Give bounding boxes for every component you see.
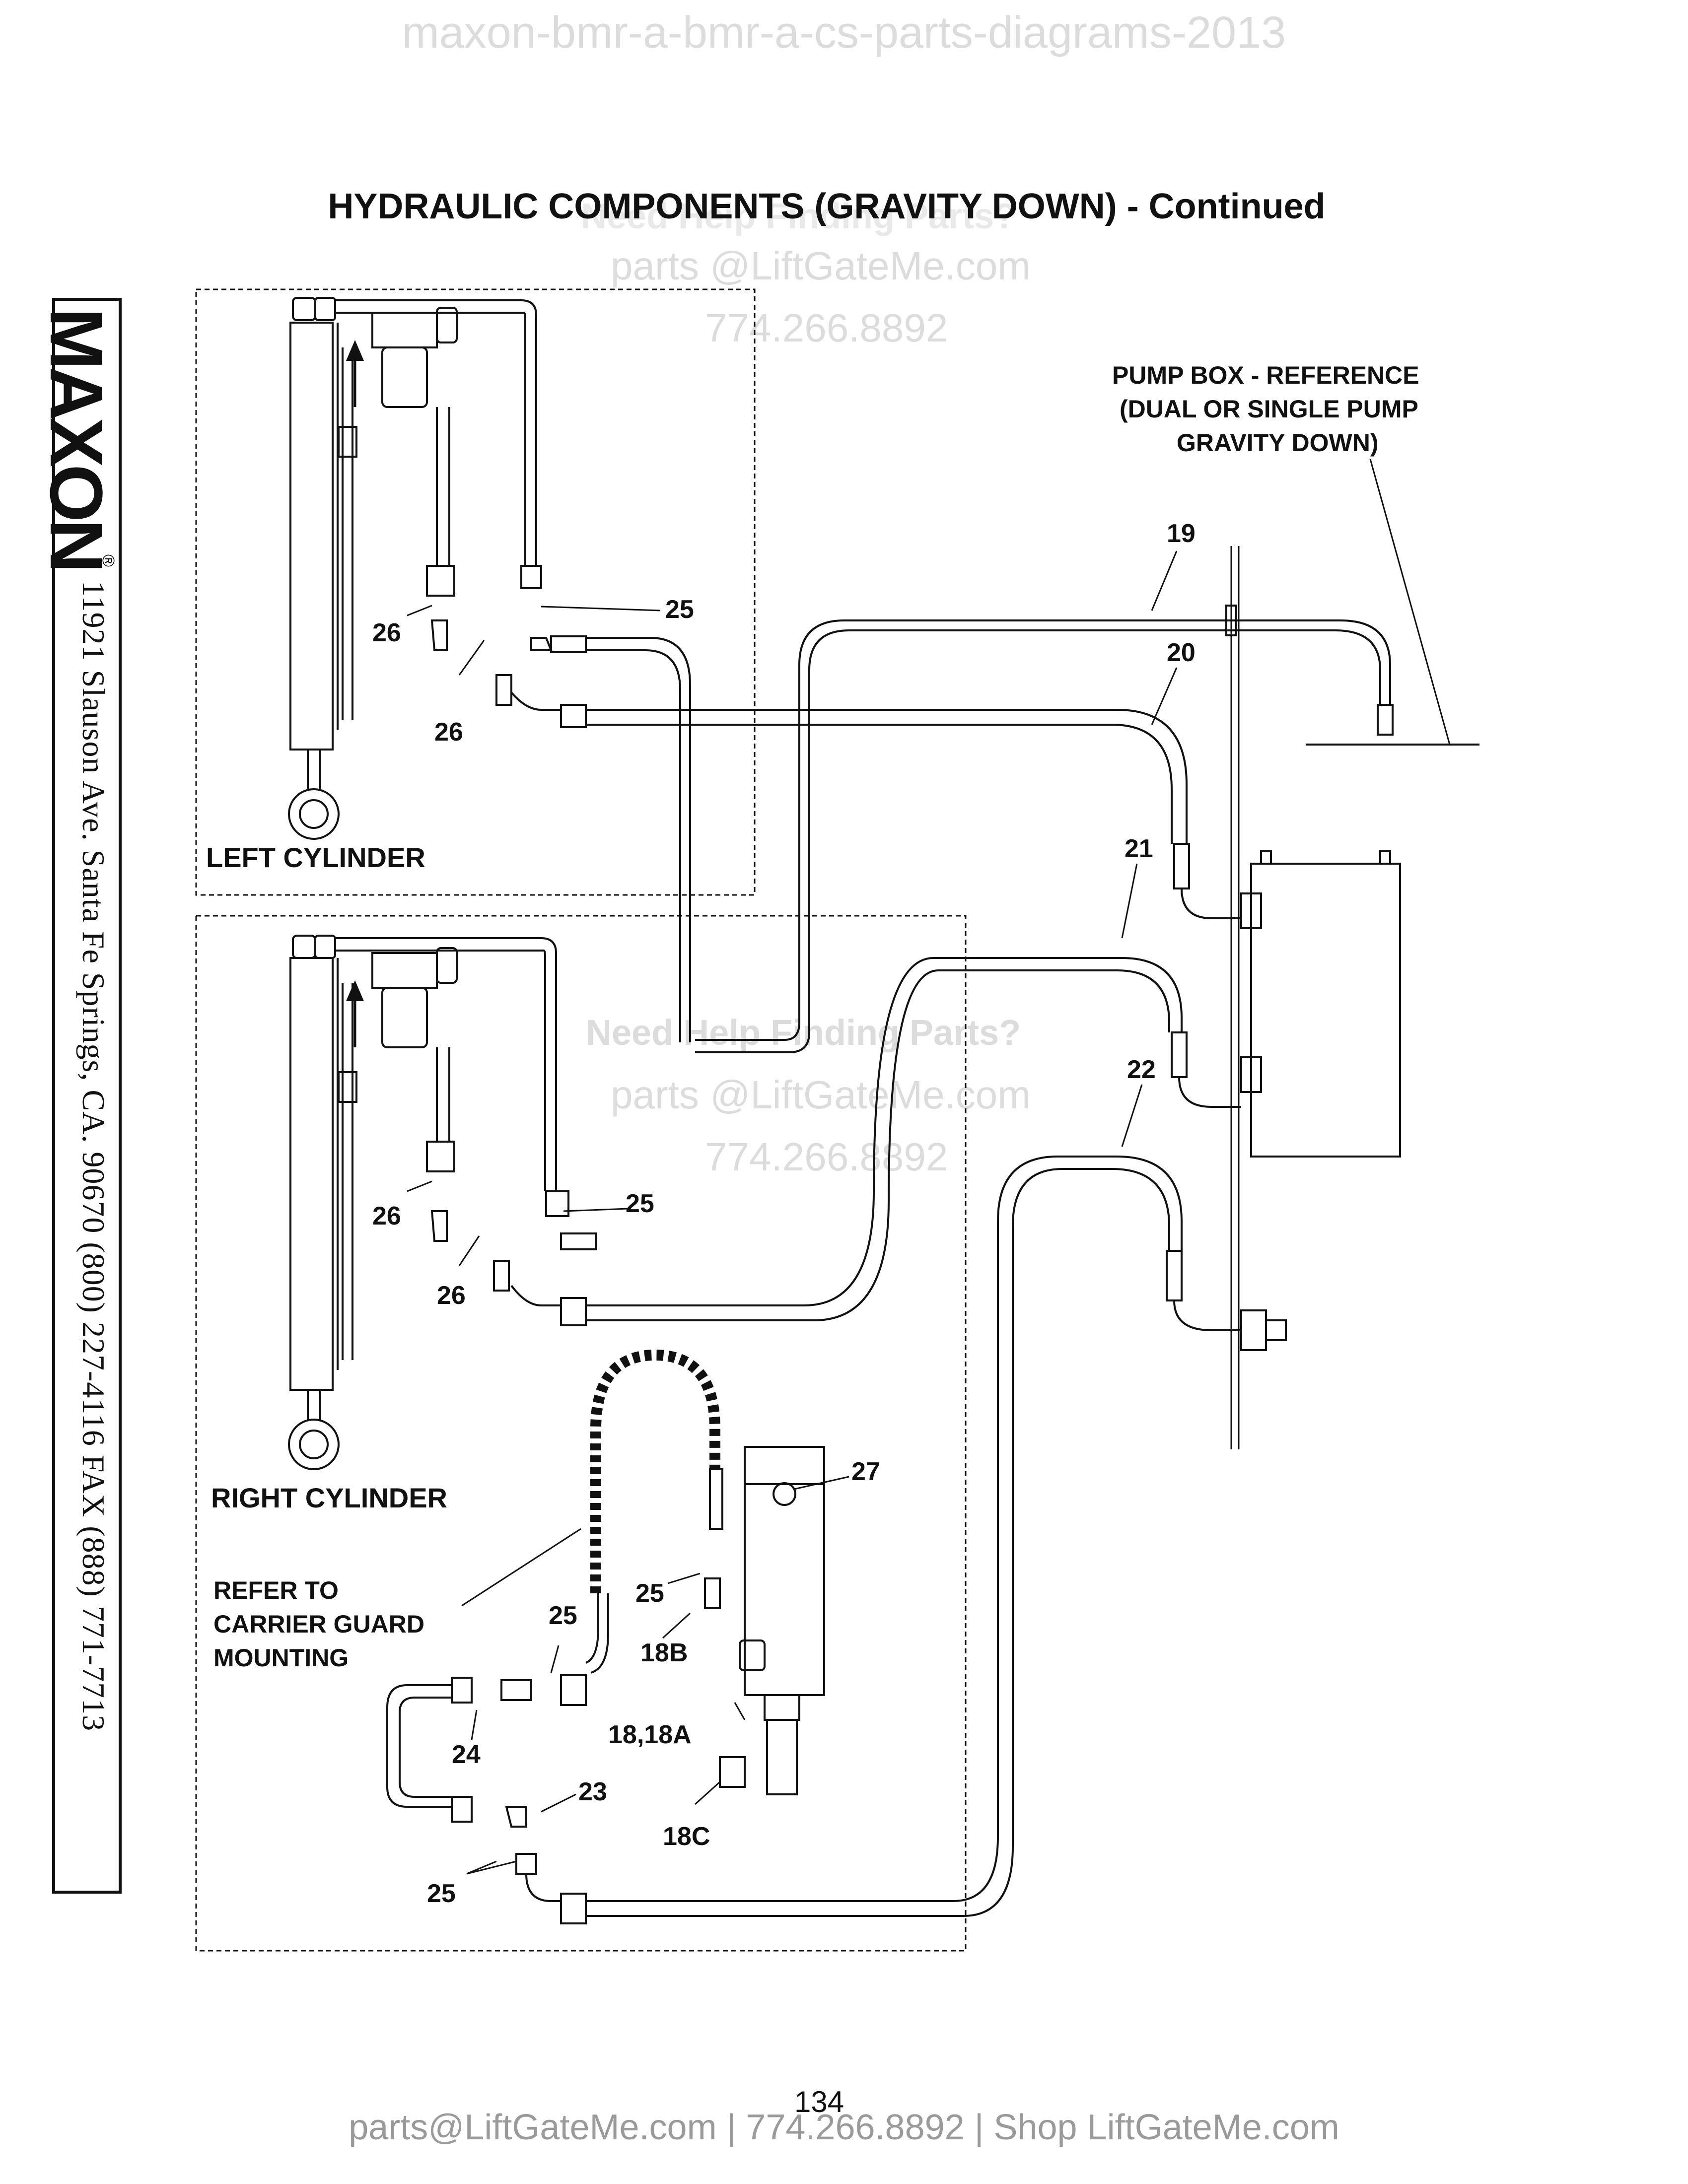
pump-box: [1250, 863, 1401, 1158]
watermark-top: maxon-bmr-a-bmr-a-cs-parts-diagrams-2013: [402, 8, 1286, 58]
callout-18c: 18C: [663, 1822, 710, 1851]
pump-box-note-line1: PUMP BOX - REFERENCE: [1112, 361, 1419, 389]
callout-24: 24: [452, 1740, 481, 1769]
callout-26-right-b: 26: [437, 1281, 466, 1310]
pump-box-note-line3: GRAVITY DOWN): [1177, 429, 1379, 457]
callout-25-pump: 25: [635, 1579, 664, 1608]
callout-18b: 18B: [640, 1638, 688, 1667]
callout-23: 23: [578, 1777, 607, 1806]
left-cylinder-box: [195, 288, 756, 896]
callout-27: 27: [851, 1457, 880, 1486]
callout-19: 19: [1167, 519, 1196, 548]
callout-18-18a: 18,18A: [608, 1720, 692, 1749]
right-cylinder-label: RIGHT CYLINDER: [211, 1482, 447, 1513]
callout-22: 22: [1127, 1055, 1156, 1084]
right-cylinder: [288, 935, 597, 1470]
watermark-phone-mid: 774.266.8892: [705, 1135, 948, 1179]
watermark-email-top: parts @LiftGateMe.com: [611, 244, 1031, 288]
callout-26-left-a: 26: [372, 618, 401, 647]
refer-note-line2: CARRIER GUARD: [213, 1610, 424, 1638]
watermark-email-mid: parts @LiftGateMe.com: [611, 1073, 1031, 1117]
callout-26-left-b: 26: [434, 718, 463, 747]
right-cylinder-box: [195, 915, 967, 1952]
left-cylinder-label: LEFT CYLINDER: [206, 842, 425, 873]
callout-26-right-a: 26: [372, 1202, 401, 1230]
watermark-phone-top: 774.266.8892: [705, 306, 948, 350]
callout-25-carrier: 25: [549, 1601, 577, 1630]
coiled-hose: [590, 1349, 720, 1593]
left-cylinder: [288, 297, 1188, 1042]
callout-25-left: 25: [665, 595, 694, 624]
brand-strip: [52, 298, 122, 1894]
pump-box-note-line2: (DUAL OR SINGLE PUMP: [1120, 395, 1418, 423]
callout-25-right: 25: [626, 1189, 654, 1218]
callout-20: 20: [1167, 638, 1196, 667]
callout-21: 21: [1125, 834, 1153, 863]
watermark-help-top: Need Help Finding Parts?: [581, 197, 1016, 236]
refer-note-line1: REFER TO: [213, 1576, 339, 1604]
page-title: HYDRAULIC COMPONENTS (GRAVITY DOWN) - Co…: [328, 187, 1326, 226]
page-number: 134: [794, 2085, 844, 2118]
refer-note-line3: MOUNTING: [213, 1644, 349, 1672]
footer-contact: parts@LiftGateMe.com | 774.266.8892 | Sh…: [349, 2108, 1339, 2147]
callout-25-bottom: 25: [427, 1879, 456, 1908]
watermark-help-mid: Need Help Finding Parts?: [586, 1013, 1021, 1053]
